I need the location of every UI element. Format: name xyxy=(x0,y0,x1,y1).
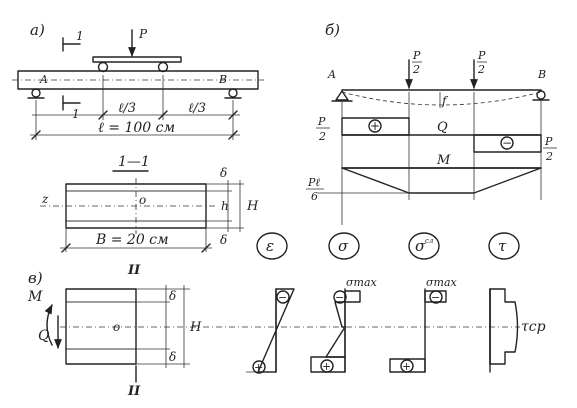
section-H: H xyxy=(246,199,259,214)
panel-c: в) M Q o δ δ H II − xyxy=(27,269,546,399)
epsilon-diagram: − + xyxy=(246,288,295,374)
H-c: H xyxy=(189,320,202,335)
shear-left-num: P xyxy=(317,115,326,128)
moment-den: 6 xyxy=(311,190,318,203)
load-p-label: P xyxy=(138,27,148,41)
moment-area xyxy=(341,167,542,194)
symbol-circles: ε σ σ сл τ xyxy=(256,232,520,260)
load-left-p2: P 2 xyxy=(405,49,422,89)
moment-label: M xyxy=(436,153,451,168)
delta-bottom-c: δ xyxy=(169,350,176,364)
section-width: B = 20 см xyxy=(95,232,169,248)
roller-right xyxy=(157,61,169,73)
sigma-sh-diagram: σmax − + xyxy=(389,276,457,373)
shear-positive-area xyxy=(341,117,410,136)
section-mark-bottom: 1 xyxy=(62,95,81,121)
section-bottom-mark: II xyxy=(127,263,141,278)
section-delta-top: δ xyxy=(220,166,227,180)
symbol-tau: τ xyxy=(498,237,507,255)
moment-diagram: M Pℓ 6 xyxy=(306,153,542,203)
support-b-b: B xyxy=(537,68,546,81)
sigma-max-2: σmax xyxy=(426,276,457,289)
support-a-label: A xyxy=(39,73,48,86)
load-right-p2: P 2 xyxy=(470,49,487,89)
section-mark-bottom-number: 1 xyxy=(72,107,80,121)
sigma-sh-minus: − xyxy=(431,291,440,304)
symbol-sigma: σ xyxy=(338,237,349,255)
load-arrow-p: P xyxy=(128,27,148,57)
panel-a: а) 1 P A B xyxy=(12,21,264,140)
support-left-b xyxy=(331,90,353,102)
moment-num: Pℓ xyxy=(307,176,320,189)
section-mark-top: 1 xyxy=(62,29,84,52)
delta-top-c: δ xyxy=(169,289,176,303)
sigma-minus: − xyxy=(335,291,344,304)
deflection-curve xyxy=(341,91,542,106)
load-left-num: P xyxy=(412,49,421,62)
eps-plus: + xyxy=(254,361,263,374)
dim-third-left: ℓ/3 xyxy=(118,101,136,116)
load-right-den: 2 xyxy=(477,63,485,76)
section-h: h xyxy=(221,199,229,213)
dim-span: ℓ = 100 см xyxy=(98,120,175,136)
load-right-num: P xyxy=(477,49,486,62)
shear-left-den: 2 xyxy=(318,130,326,143)
section-mark-top-number: 1 xyxy=(76,29,84,43)
shear-label: Q xyxy=(437,120,448,135)
support-b-label: B xyxy=(218,73,227,86)
shear-diagram: + − Q P 2 P 2 xyxy=(316,115,557,163)
tau-cp: τср xyxy=(521,319,546,335)
sigma-plus: + xyxy=(322,360,331,373)
cross-section-1-1: 1—1 z o δ h H δ B = 20 см II xyxy=(40,154,259,278)
deflection-f: f xyxy=(441,94,449,108)
section-center-o: o xyxy=(139,193,146,207)
panel-a-label: а) xyxy=(30,21,45,39)
sigma-diagram: σmax − + xyxy=(310,276,377,373)
eps-minus: − xyxy=(278,291,287,304)
shear-right-num: P xyxy=(544,135,553,148)
section-c-outline xyxy=(65,288,137,365)
moment-arrow xyxy=(44,304,53,346)
circle-epsilon xyxy=(256,232,288,260)
load-left-den: 2 xyxy=(412,63,420,76)
axis-z-label: z xyxy=(41,192,49,206)
support-a-b: A xyxy=(327,68,336,81)
load-plate xyxy=(92,56,182,63)
support-left-a xyxy=(27,88,45,99)
label-Q: Q xyxy=(38,328,50,344)
support-right-b xyxy=(532,90,550,101)
support-right-a xyxy=(224,88,242,99)
shear-minus: − xyxy=(502,136,512,150)
sigma-max-1: σmax xyxy=(346,276,377,289)
panel-b: б) P 2 P 2 A B f xyxy=(306,21,557,225)
symbol-epsilon: ε xyxy=(266,237,274,255)
shear-plus: + xyxy=(370,119,380,133)
symbol-sigma-sh-sup: сл xyxy=(425,237,433,245)
section-c-core xyxy=(65,301,137,350)
shear-right-den: 2 xyxy=(545,150,553,163)
dim-third-right: ℓ/3 xyxy=(188,101,206,116)
circle-tau xyxy=(488,232,520,260)
panel-b-label: б) xyxy=(325,21,340,39)
circle-sigma xyxy=(328,232,360,260)
bottom-mark-c: II xyxy=(127,384,141,399)
panel-c-label: в) xyxy=(28,269,43,287)
sigma-sh-plus: + xyxy=(402,360,411,373)
roller-left xyxy=(97,61,109,73)
shear-negative-area xyxy=(473,134,542,153)
label-M: M xyxy=(27,289,43,305)
symbol-sigma-sh: σ xyxy=(415,237,426,255)
tau-diagram: τср xyxy=(489,288,546,373)
section-title: 1—1 xyxy=(118,154,150,170)
center-o-c: o xyxy=(113,320,120,334)
section-delta-bottom: δ xyxy=(220,233,227,247)
circle-sigma-sh xyxy=(408,232,440,260)
